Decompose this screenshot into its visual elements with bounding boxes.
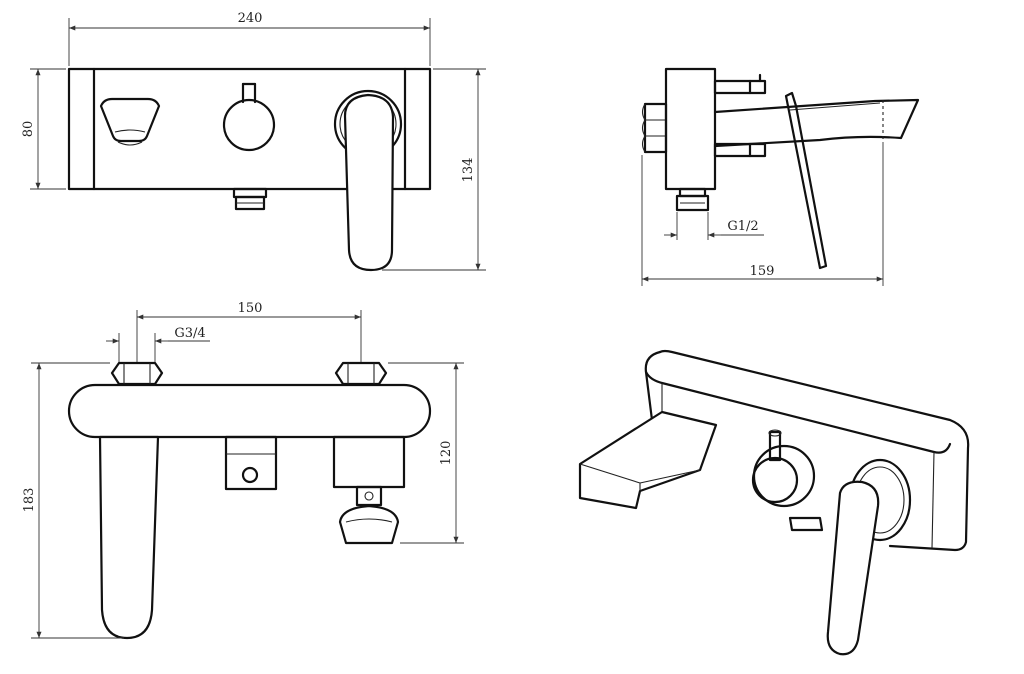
side-lever [784, 91, 828, 270]
temperature-knob [222, 98, 276, 152]
dim-side-thread: G1/2 [727, 219, 758, 234]
front-view [67, 67, 432, 272]
dim-front-width: 240 [238, 11, 263, 26]
side-hex-nut [643, 102, 668, 154]
iso-temperature-knob [752, 444, 816, 508]
dim-inlet-thread: G3/4 [174, 326, 205, 341]
front-dimensions: 240 80 134 [21, 11, 486, 271]
isometric-view [578, 349, 970, 656]
top-diverter-stem [332, 435, 406, 489]
dim-top-height: 183 [22, 488, 37, 513]
top-shower-block [224, 435, 278, 491]
top-lever [98, 435, 160, 640]
lever-handle [343, 93, 395, 272]
top-diverter-knob [338, 504, 400, 545]
side-body [664, 67, 717, 191]
shower-outlet [232, 187, 268, 199]
iso-plate [658, 349, 970, 552]
iso-shower-outlet [788, 516, 824, 532]
dim-side-depth: 159 [750, 264, 775, 279]
side-spout [713, 98, 920, 148]
top-dimensions: 150 G3/4 183 120 [22, 301, 464, 639]
top-view [67, 361, 432, 640]
dim-top-inlet-height: 120 [439, 441, 454, 466]
diverter-knob [99, 97, 161, 143]
dim-front-height: 80 [21, 121, 36, 138]
side-view [641, 67, 920, 270]
dim-inlet-spacing: 150 [238, 301, 263, 316]
dim-overall-height: 134 [461, 158, 476, 183]
top-body [67, 383, 432, 439]
iso-lever [826, 480, 880, 656]
top-inlet-nut-left [110, 361, 164, 386]
iso-spout [578, 410, 718, 510]
top-inlet-nut-right [334, 361, 388, 386]
side-dimensions: G1/2 159 [641, 142, 884, 286]
